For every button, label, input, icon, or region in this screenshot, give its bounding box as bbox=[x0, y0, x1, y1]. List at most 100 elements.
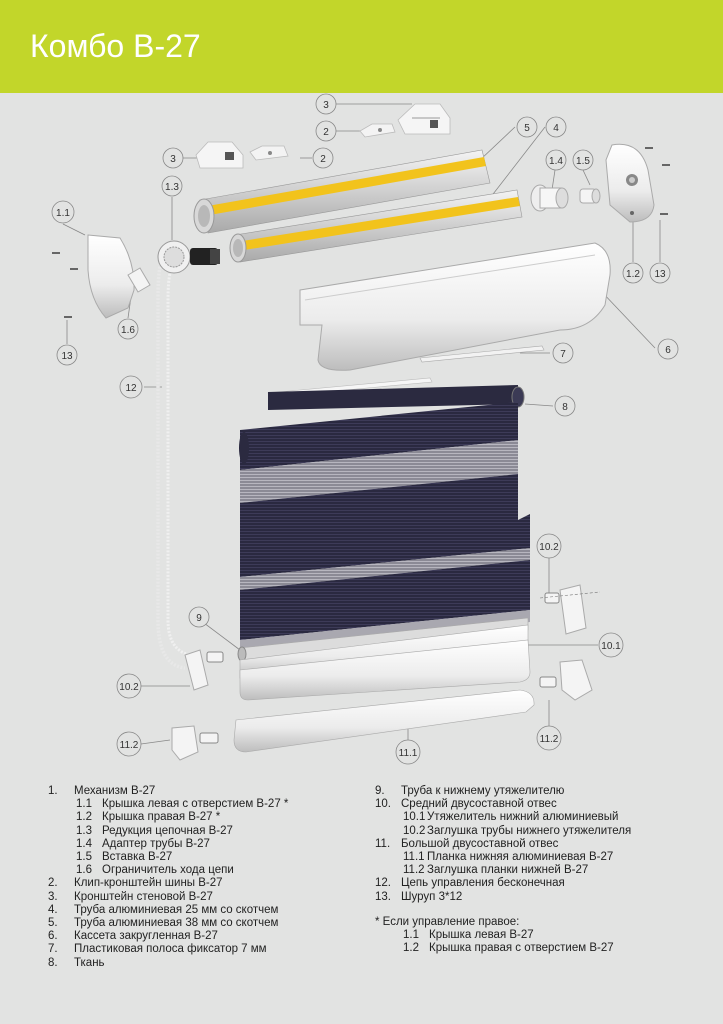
callout-4: 4 bbox=[553, 123, 559, 134]
wall-bracket-left bbox=[195, 141, 244, 169]
legend-item-number: 1.2 bbox=[76, 811, 92, 824]
page-title: Комбо В-27 bbox=[30, 28, 201, 64]
legend-item: 1.6 Ограничитель хода цепи bbox=[48, 864, 288, 877]
legend-item-text: Труба алюминиевая 25 мм со скотчем bbox=[74, 903, 279, 916]
legend-item-number: 1. bbox=[48, 785, 58, 797]
legend-item-number: 9. bbox=[375, 785, 385, 797]
middle-bottom-weight bbox=[239, 624, 531, 701]
clip-bracket-left bbox=[249, 145, 289, 161]
legend-item-number: 12. bbox=[375, 877, 391, 890]
fabric bbox=[239, 385, 530, 650]
end-cap-10-2-right bbox=[544, 584, 587, 635]
legend-item-text: Труба алюминиевая 38 мм со скотчем bbox=[74, 917, 279, 930]
note-item-text: Крышка левая В-27 bbox=[429, 929, 534, 942]
legend-item-number: 11. bbox=[375, 837, 391, 850]
legend-item-text: Цепь управления бесконечная bbox=[401, 877, 565, 890]
callout-2-top: 2 bbox=[323, 127, 329, 138]
exploded-diagram: 3 2 5 4 3 2 1.3 1.4 1.5 1.1 1.2 13 1.6 1… bbox=[51, 93, 679, 765]
wall-bracket-top bbox=[397, 103, 451, 135]
right-end-cover bbox=[605, 143, 655, 223]
clip-bracket-top bbox=[359, 123, 396, 138]
callout-1-4: 1.4 bbox=[549, 156, 563, 167]
legend-item: 4. Труба алюминиевая 25 мм со скотчем bbox=[48, 904, 288, 917]
legend-item: 1.2 Крышка правая В-27 * bbox=[48, 811, 288, 824]
legend-item-text: Крышка левая с отверстием В-27 * bbox=[102, 798, 289, 811]
legend-item: 2.Клип-кронштейн шины В-27 bbox=[48, 877, 288, 890]
callout-1-3: 1.3 bbox=[165, 182, 179, 193]
leader-lines bbox=[62, 103, 661, 745]
legend-item-number: 1.4 bbox=[76, 837, 92, 850]
callout-9: 9 bbox=[196, 613, 202, 624]
callout-10-1: 10.1 bbox=[601, 641, 621, 652]
legend-item-text: Большой двусоставной отвес bbox=[401, 837, 559, 850]
end-cap-11-2-left bbox=[171, 725, 219, 761]
legend-item: 9. Труба к нижнему утяжелителю bbox=[375, 785, 631, 798]
callout-8: 8 bbox=[562, 402, 568, 413]
legend-item-text: Вставка В-27 bbox=[102, 851, 173, 864]
legend-item-number: 1.3 bbox=[76, 824, 92, 837]
chain-reduction bbox=[157, 240, 220, 274]
callout-10-2-left: 10.2 bbox=[119, 682, 139, 693]
note-item-number: 1.2 bbox=[403, 942, 419, 955]
cassette bbox=[299, 242, 611, 371]
legend-item-text: Заглушка планки нижней В-27 bbox=[427, 864, 589, 877]
legend-item-text: Редукция цепочная В-27 bbox=[102, 824, 233, 837]
header-bar: Комбо В-27 bbox=[0, 0, 723, 93]
legend-item-text: Труба к нижнему утяжелителю bbox=[401, 785, 565, 797]
callout-1-5: 1.5 bbox=[576, 156, 590, 167]
legend-item-number: 1.6 bbox=[76, 864, 92, 877]
legend-item: 11. Большой двусоставной отвес bbox=[375, 838, 631, 851]
legend-item: 8. Ткань bbox=[48, 957, 288, 970]
legend-item-number: 7. bbox=[48, 943, 58, 956]
fixing-strip bbox=[419, 345, 545, 363]
legend-item-number: 3. bbox=[48, 890, 58, 903]
legend-item-text: Ограничитель хода цепи bbox=[102, 864, 234, 877]
legend-item-number: 11.2 bbox=[403, 864, 425, 877]
legend-item-text: Средний двусоставной отвес bbox=[401, 798, 557, 811]
callout-2-left: 2 bbox=[320, 154, 326, 165]
callout-5: 5 bbox=[524, 123, 530, 134]
callout-3-top: 3 bbox=[323, 100, 329, 111]
bottom-rail bbox=[233, 689, 535, 753]
legend-item: 1.5 Вставка В-27 bbox=[48, 851, 288, 864]
legend-item-number: 6. bbox=[48, 930, 58, 943]
legend-item-text: Шуруп 3*12 bbox=[401, 890, 463, 903]
callout-1-2: 1.2 bbox=[626, 269, 640, 280]
callout-11-1: 11.1 bbox=[399, 748, 418, 759]
legend-item: 7.Пластиковая полоса фиксатор 7 мм bbox=[48, 943, 288, 956]
legend-item-text: Кронштейн стеновой В-27 bbox=[74, 890, 213, 903]
callout-6: 6 bbox=[665, 345, 671, 356]
legend-item-number: 13. bbox=[375, 890, 391, 903]
legend-item-number: 1.5 bbox=[76, 851, 92, 864]
legend-item-text: Механизм В-27 bbox=[74, 785, 156, 797]
legend-item-number: 10.2 bbox=[403, 824, 426, 837]
callout-1-6: 1.6 bbox=[121, 325, 135, 336]
legend-item-number: 8. bbox=[48, 956, 58, 969]
legend-item-number: 2. bbox=[48, 877, 58, 890]
legend-item-number: 4. bbox=[48, 903, 58, 916]
legend-item: 10.Средний двусоставной отвес bbox=[375, 798, 631, 811]
legend-item: 1.3 Редукция цепочная В-27 bbox=[48, 825, 288, 838]
callout-3-left: 3 bbox=[170, 154, 176, 165]
legend-item-text: Ткань bbox=[74, 956, 105, 969]
legend-item: 3. Кронштейн стеновой В-27 bbox=[48, 891, 288, 904]
legend-item-text: Крышка правая В-27 * bbox=[102, 811, 221, 824]
insert bbox=[579, 188, 601, 204]
callout-13-left: 13 bbox=[61, 351, 73, 362]
screws-left bbox=[52, 252, 78, 318]
end-cap-10-2-left bbox=[184, 649, 224, 691]
callout-1-1: 1.1 bbox=[56, 208, 70, 219]
legend-item-text: Планка нижняя алюминиевая В-27 bbox=[427, 851, 614, 864]
note-item-text: Крышка правая с отверстием В-27 bbox=[429, 942, 614, 955]
legend-item-text: Заглушка трубы нижнего утяжелителя bbox=[427, 824, 632, 837]
legend-item: 5.Труба алюминиевая 38 мм со скотчем bbox=[48, 917, 288, 930]
screws-right bbox=[645, 147, 670, 215]
control-chain bbox=[156, 253, 186, 670]
